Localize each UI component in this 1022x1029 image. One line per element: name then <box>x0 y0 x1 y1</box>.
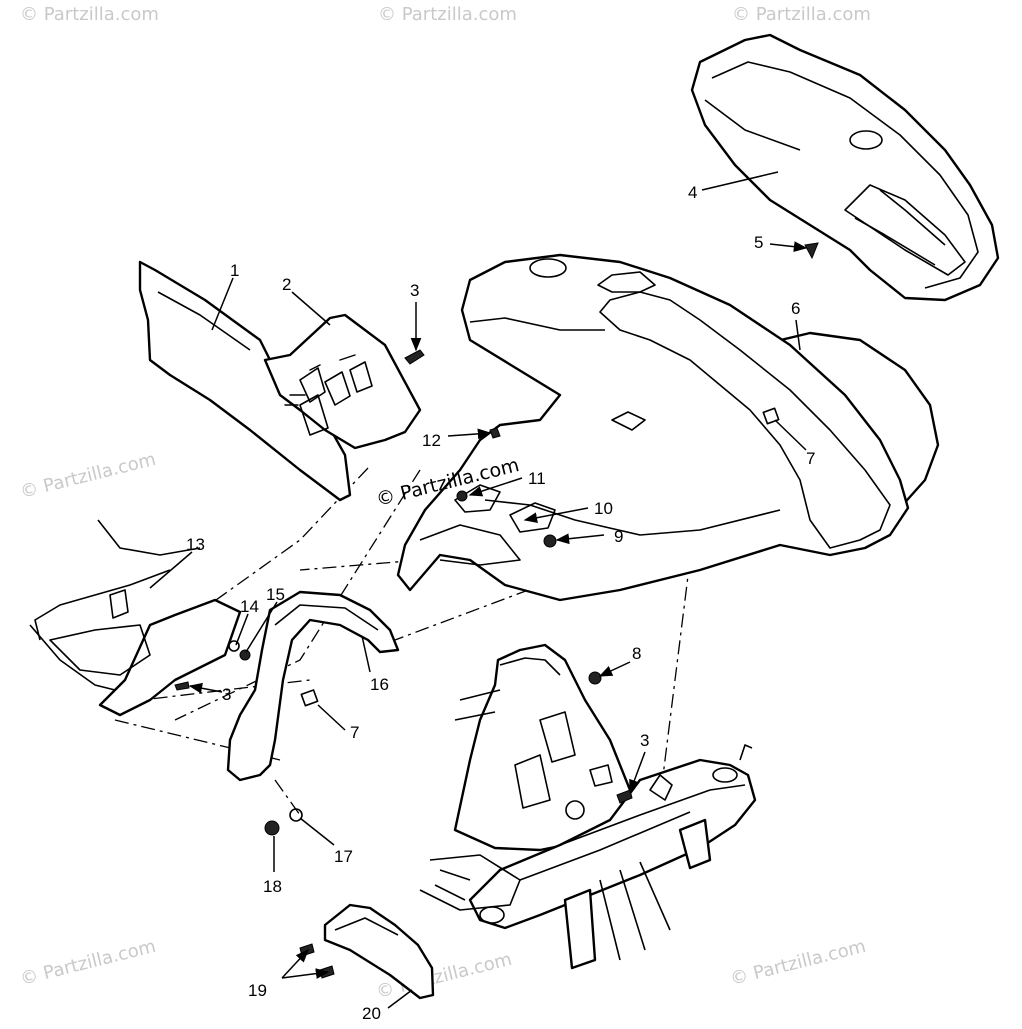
nut-icon <box>543 534 557 548</box>
callout-labels: 1 2 3 4 5 6 7 12 11 10 9 8 3 13 14 15 16… <box>186 183 815 1023</box>
callout-19: 19 <box>248 981 267 1000</box>
callout-7: 7 <box>350 723 359 742</box>
part-20-guard <box>323 903 435 1000</box>
part-16-fender-flare <box>226 590 400 782</box>
part-2-vented-panel <box>263 313 422 450</box>
part-13-footwell <box>29 519 242 717</box>
callout-5: 5 <box>754 233 763 252</box>
callout-2: 2 <box>282 275 291 294</box>
callout-16: 16 <box>370 675 389 694</box>
callout-8: 8 <box>632 644 641 663</box>
callout-3: 3 <box>222 685 231 704</box>
washer-icon <box>289 808 303 822</box>
clip-icon <box>804 242 819 260</box>
screw-icon <box>489 427 501 439</box>
callout-7: 7 <box>806 449 815 468</box>
main-fender-body <box>396 253 910 602</box>
part-4-rear-panel <box>690 33 1000 302</box>
callout-3: 3 <box>410 281 419 300</box>
callout-9: 9 <box>614 527 623 546</box>
screw-icon <box>404 349 425 365</box>
screw-icon <box>616 789 633 804</box>
watermark: © Partzilla.com <box>732 4 871 25</box>
callout-6: 6 <box>791 299 800 318</box>
callout-13: 13 <box>186 535 205 554</box>
callout-15: 15 <box>266 585 285 604</box>
part-1-side-panel <box>138 260 352 502</box>
nut-icon <box>239 649 251 661</box>
watermark: © Partzilla.com <box>728 936 868 990</box>
callout-1: 1 <box>230 261 239 280</box>
callout-14: 14 <box>240 597 259 616</box>
callout-4: 4 <box>688 183 697 202</box>
callout-18: 18 <box>263 877 282 896</box>
nut-icon <box>456 490 468 502</box>
watermark: © Partzilla.com <box>20 4 159 25</box>
clip-icon <box>300 689 319 707</box>
leader-lines <box>149 171 808 1009</box>
nut-icon <box>264 820 280 836</box>
callout-12: 12 <box>422 431 441 450</box>
watermark: © Partzilla.com <box>18 936 158 990</box>
callout-10: 10 <box>594 499 613 518</box>
frame-chassis <box>419 643 757 970</box>
callout-20: 20 <box>362 1004 381 1023</box>
nut-icon <box>588 671 602 685</box>
screw-icon <box>174 681 190 691</box>
callout-3: 3 <box>640 731 649 750</box>
callout-17: 17 <box>334 847 353 866</box>
watermark: © Partzilla.com <box>378 4 517 25</box>
clip-icon <box>762 407 780 425</box>
washer-icon <box>228 640 240 652</box>
callout-11: 11 <box>528 469 546 488</box>
watermark: © Partzilla.com <box>18 449 158 503</box>
